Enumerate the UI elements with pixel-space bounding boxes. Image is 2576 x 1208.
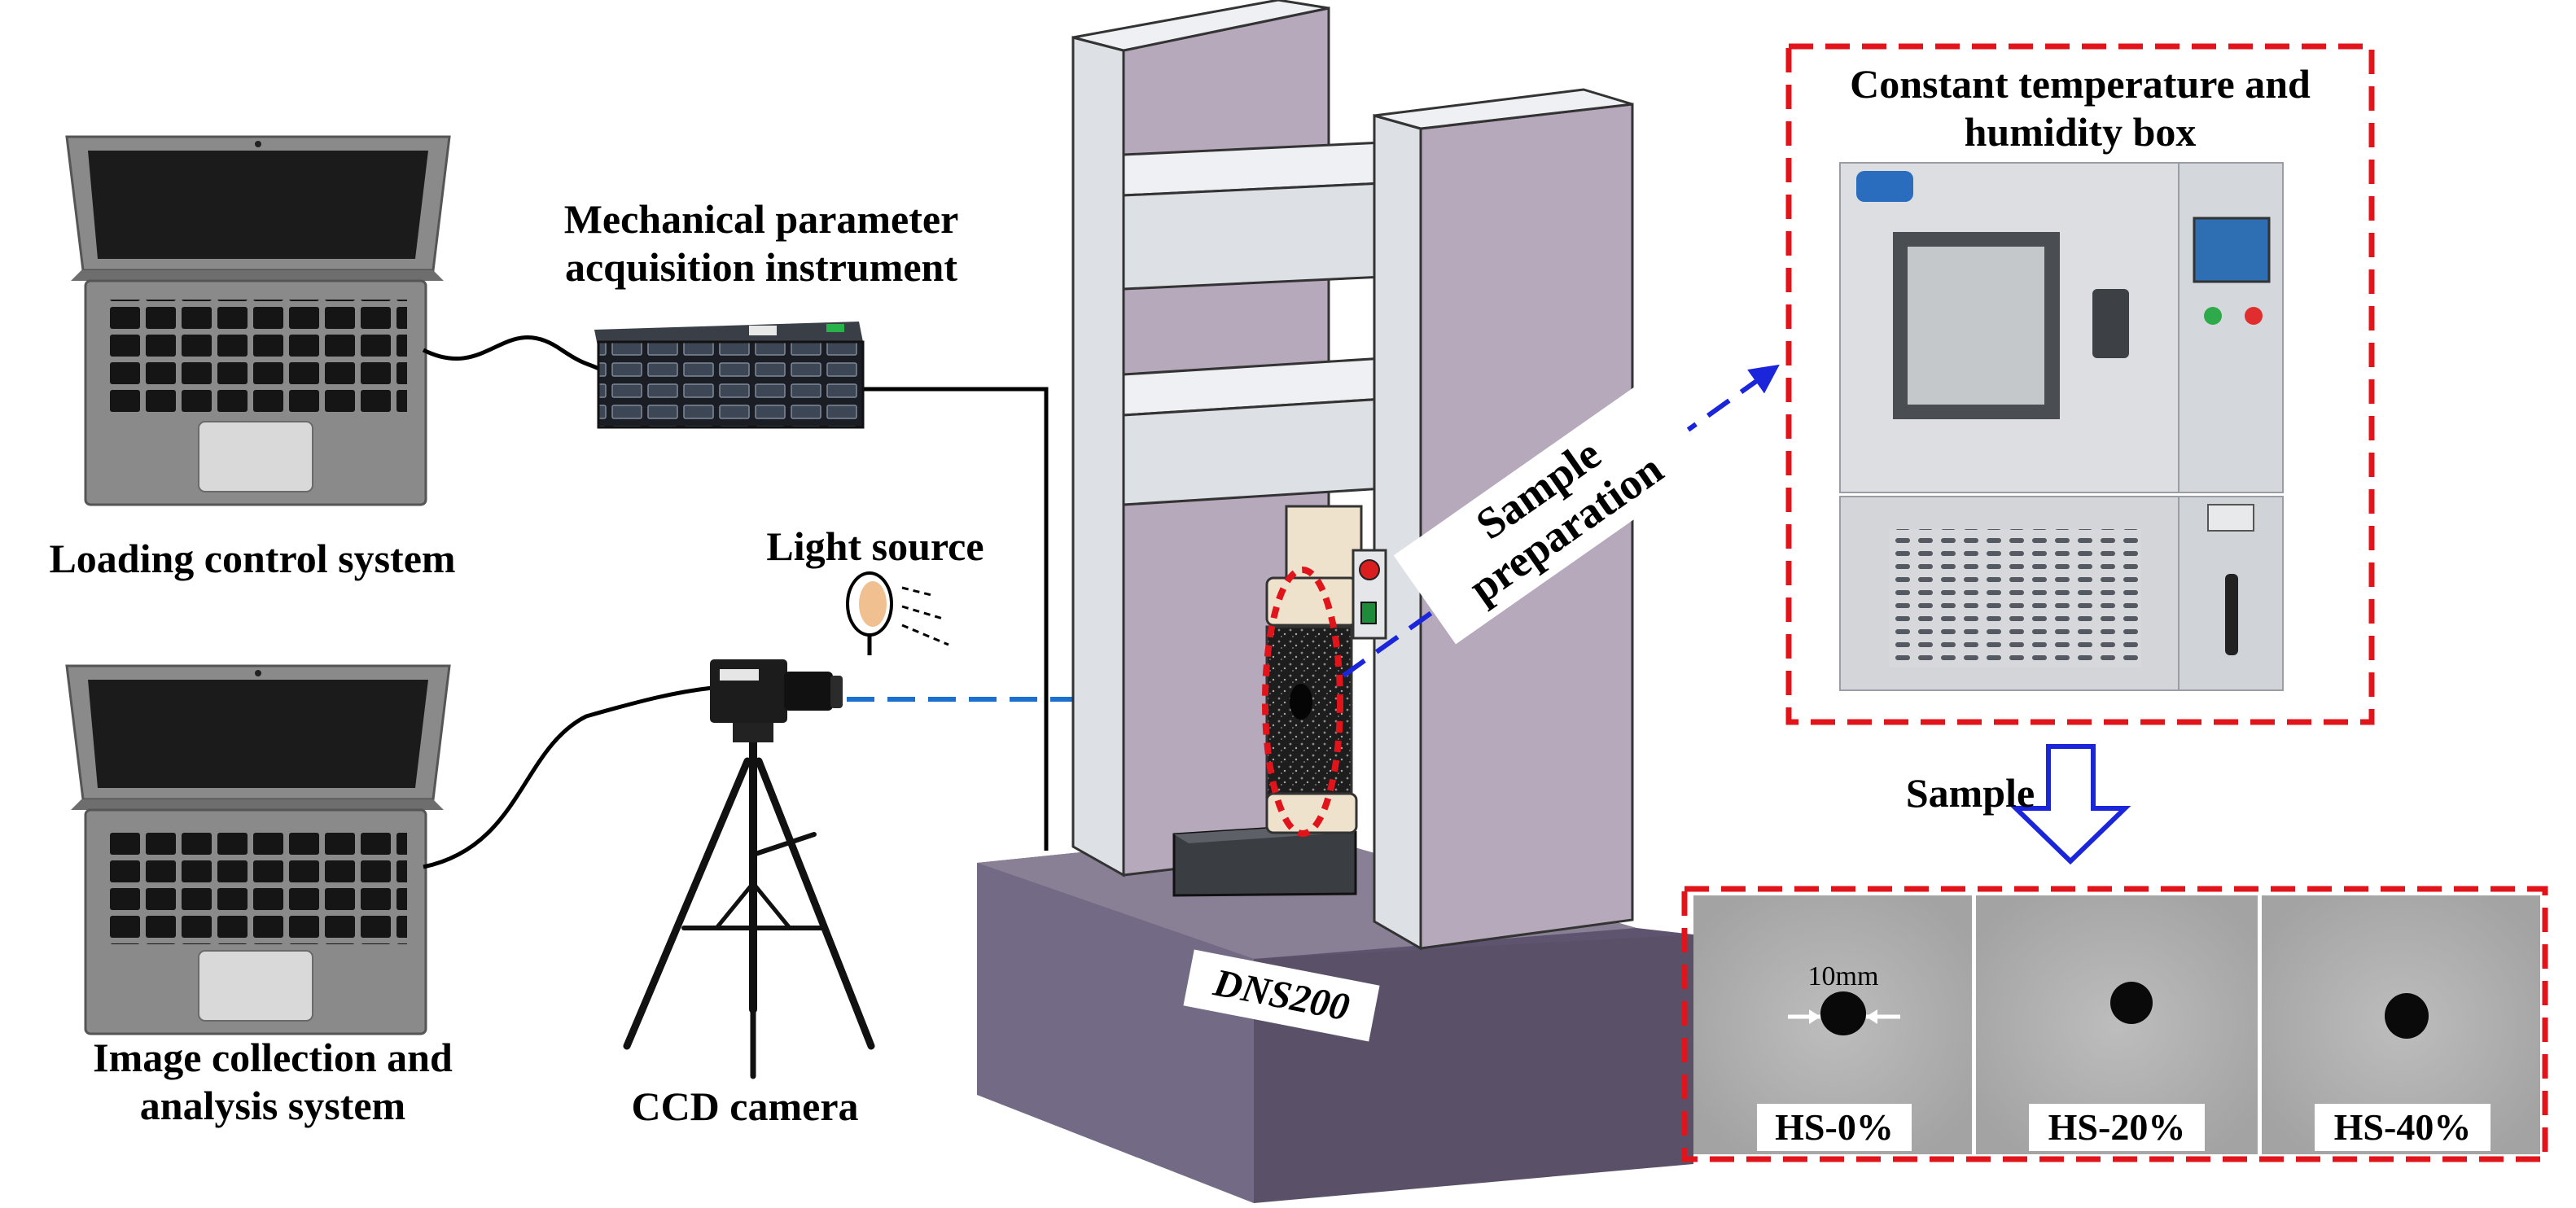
scale-label: 10mm (1807, 961, 1879, 991)
humidity-box-chamber (1839, 162, 2284, 691)
sample-label: Sample (1905, 770, 2035, 816)
sample-panel-frame (1681, 886, 2548, 1162)
sample-label-hs20: HS-20% (2029, 1104, 2205, 1151)
acquisition-instrument-label: Mechanical parameter acquisition instrum… (563, 196, 959, 290)
light-source-label: Light source (766, 523, 984, 569)
sample-image-hs20 (1976, 895, 2258, 1154)
humidity-box-frame (1785, 43, 2375, 725)
sample-label-hs40: HS-40% (2315, 1104, 2491, 1151)
acquisition-instrument (594, 322, 865, 429)
tripod (623, 733, 875, 1079)
laptop-loading-control (65, 135, 451, 506)
sample-label-hs0: HS-0% (1757, 1104, 1912, 1151)
ccd-camera (623, 659, 875, 1079)
cables (422, 335, 1049, 869)
loading-control-label: Loading control system (49, 536, 456, 581)
humidity-box-label: Constant temperature and humidity box (1850, 61, 2311, 155)
laptop-image-collection (65, 664, 451, 1035)
specimen-highlight (1262, 567, 1343, 837)
light-source (846, 571, 949, 655)
sample-down-arrow (2009, 744, 2131, 865)
image-collection-label: Image collection and analysis system (93, 1035, 453, 1128)
ccd-camera-label: CCD camera (631, 1083, 859, 1129)
